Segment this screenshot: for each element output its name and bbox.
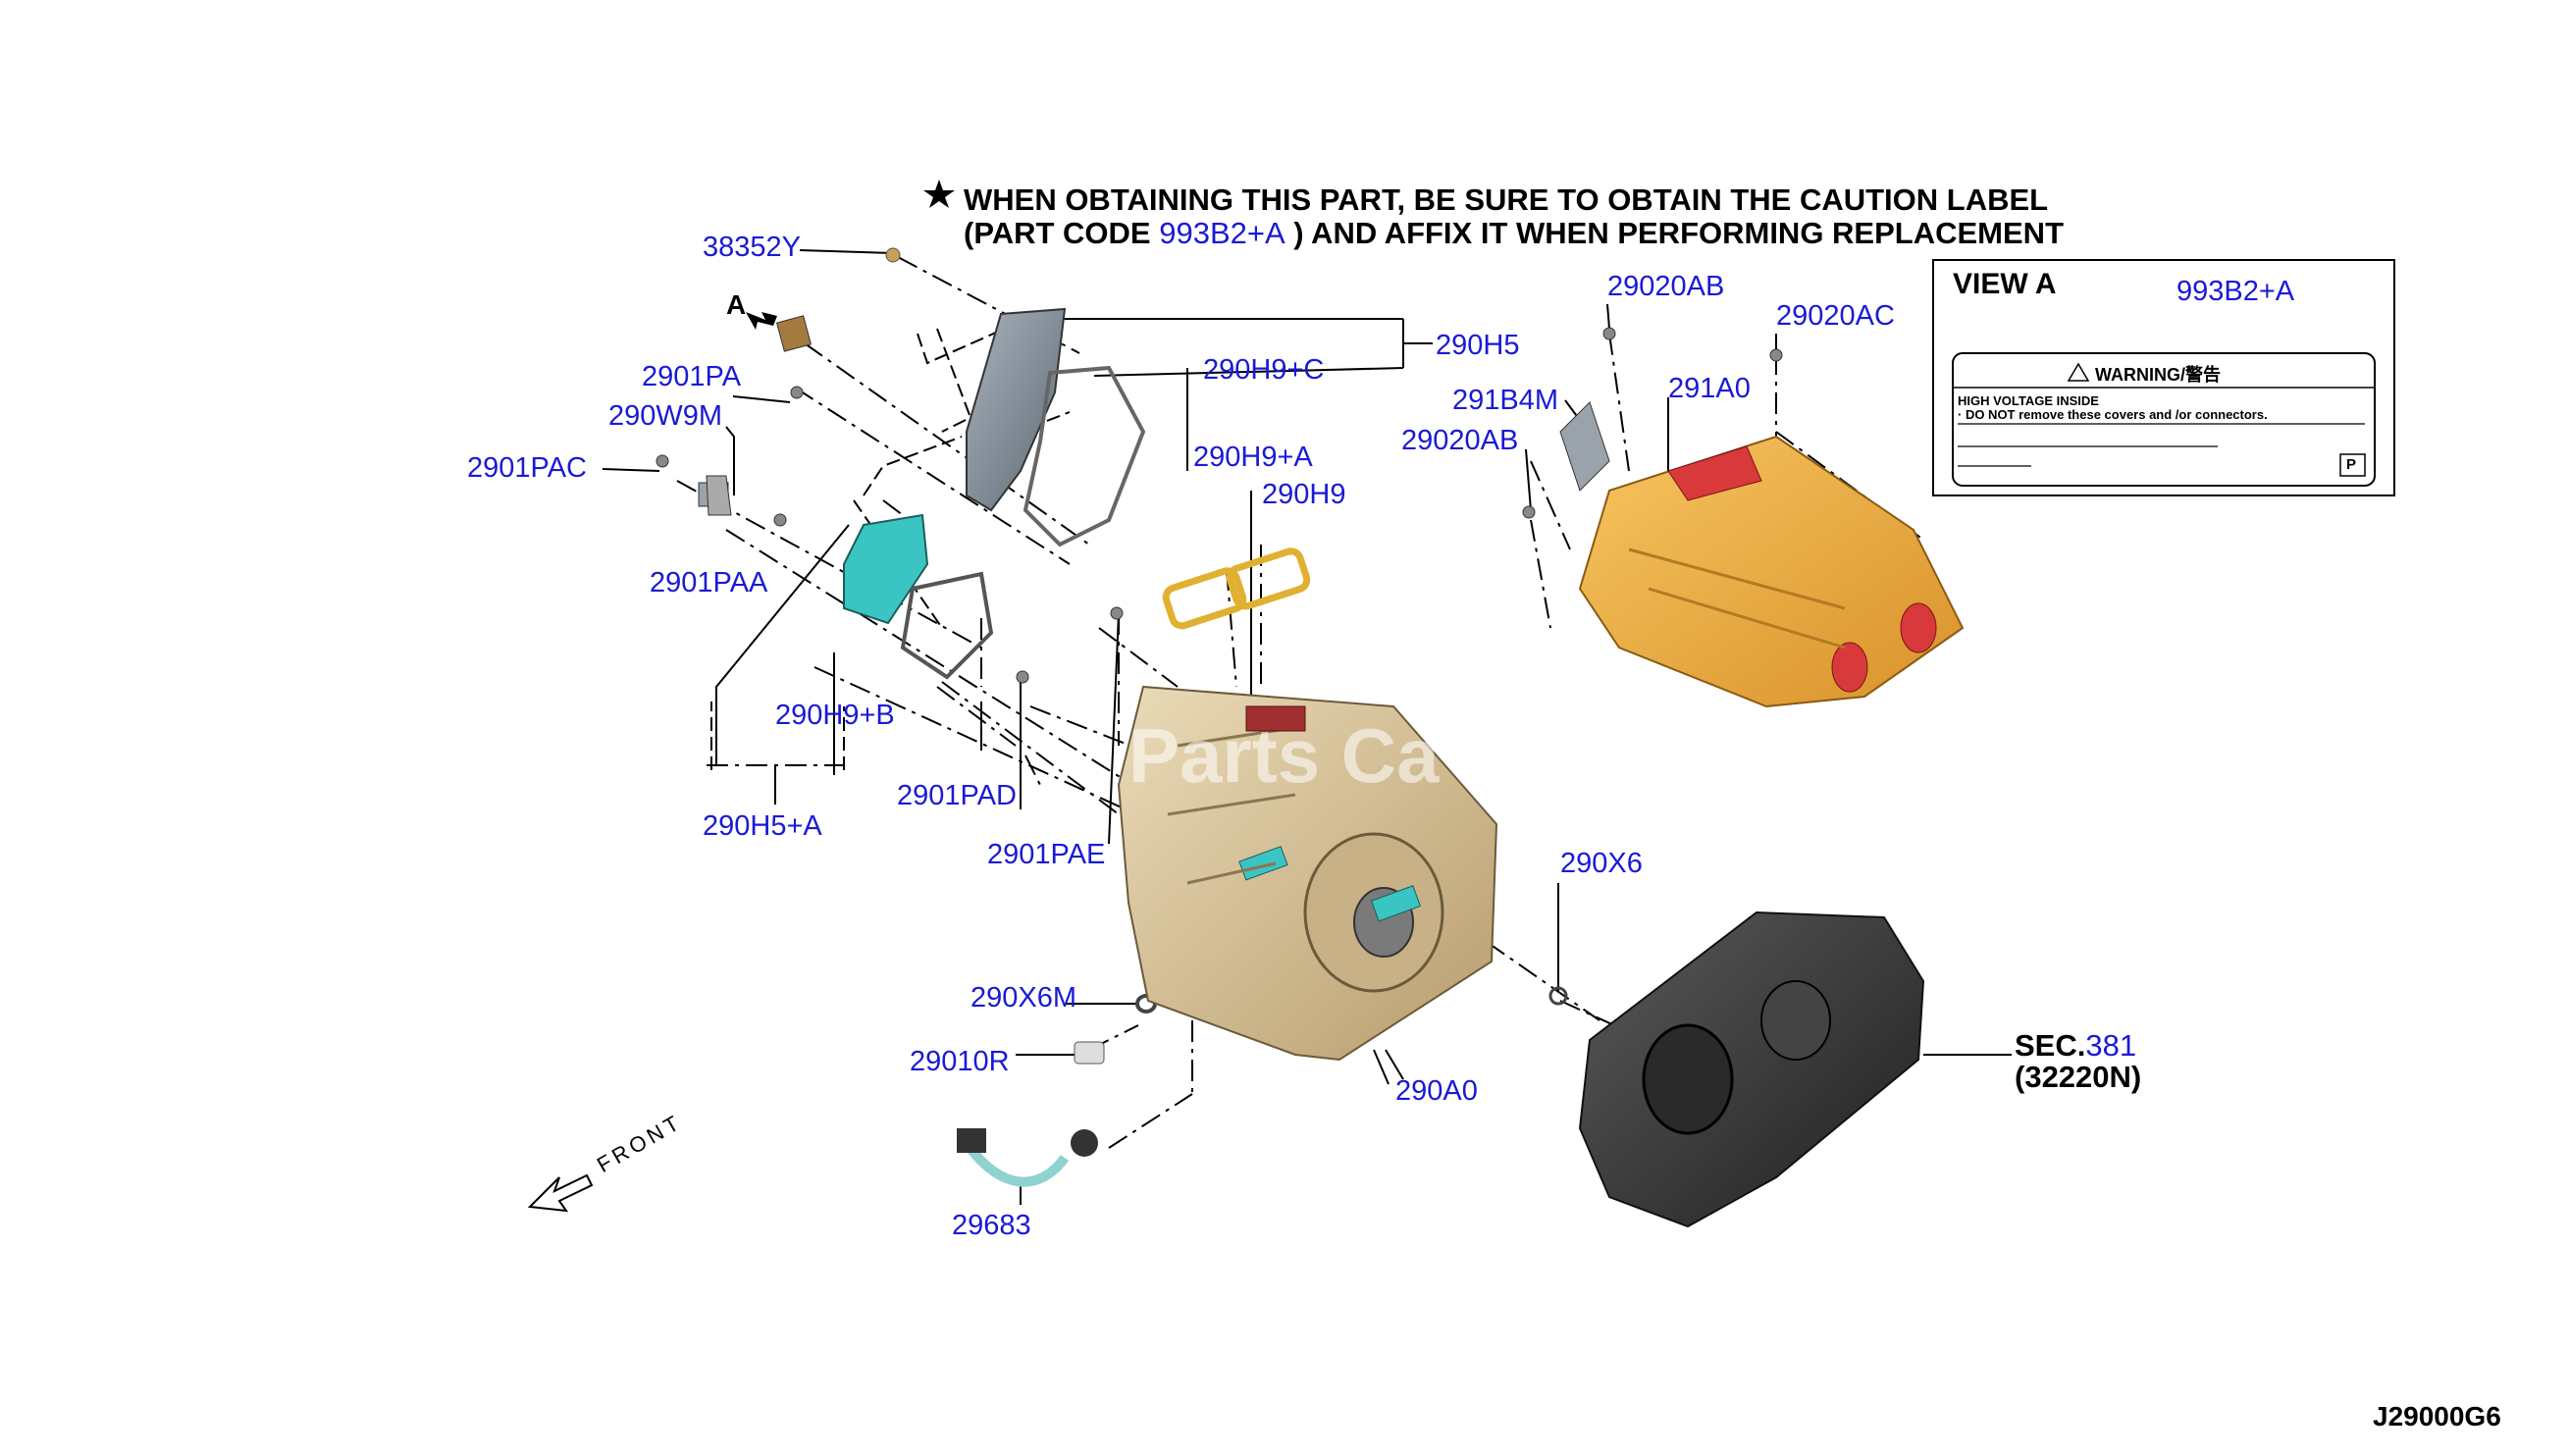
- callout-2901PA[interactable]: 2901PA: [642, 361, 742, 392]
- callout-290X6M[interactable]: 290X6M: [970, 982, 1077, 1014]
- front-arrow-icon: [527, 1173, 594, 1213]
- gold-gaskets: [1162, 547, 1311, 630]
- fasteners: [656, 247, 1783, 1065]
- caution-line-2: (PART CODE 993B2+A ) AND AFFIX IT WHEN P…: [964, 216, 2064, 250]
- callout-290H9B[interactable]: 290H9+B: [775, 700, 895, 731]
- callout-291B4M[interactable]: 291B4M: [1452, 385, 1559, 416]
- view-a-title: VIEW A: [1953, 268, 2057, 300]
- teal-cover-part: [706, 475, 994, 680]
- callout-2901PAE[interactable]: 2901PAE: [987, 839, 1106, 870]
- callout-291A0[interactable]: 291A0: [1668, 373, 1751, 404]
- callout-2901PAC[interactable]: 2901PAC: [467, 452, 587, 484]
- callout-2901PAA[interactable]: 2901PAA: [650, 567, 768, 598]
- transaxle-housing-part: [1117, 685, 1498, 1062]
- label-p-box: P: [2346, 456, 2357, 473]
- callout-29020AC[interactable]: 29020AC: [1776, 300, 1895, 332]
- motor-unit-part: [1578, 910, 1925, 1228]
- caution-label-sticker: [1952, 352, 2376, 487]
- callout-290H5[interactable]: 290H5: [1436, 330, 1520, 361]
- callout-38352Y[interactable]: 38352Y: [703, 232, 801, 263]
- callout-29020AB-top[interactable]: 29020AB: [1607, 271, 1725, 302]
- view-a-part-code[interactable]: 993B2+A: [2177, 276, 2295, 307]
- view-a-arrow-icon: [746, 312, 777, 330]
- callout-290H9[interactable]: 290H9: [1262, 479, 1346, 510]
- section-number-link[interactable]: 381: [2085, 1028, 2137, 1063]
- callout-290H5A[interactable]: 290H5+A: [703, 810, 822, 842]
- callout-290H9A[interactable]: 290H9+A: [1193, 442, 1313, 473]
- caution-line-1: WHEN OBTAINING THIS PART, BE SURE TO OBT…: [964, 182, 2049, 217]
- label-warning-title: WARNING/警告: [2095, 365, 2221, 385]
- callout-29010R[interactable]: 29010R: [910, 1046, 1010, 1077]
- label-line-2: · DO NOT remove these covers and /or con…: [1958, 407, 2268, 422]
- callout-29020AB-left[interactable]: 29020AB: [1401, 425, 1519, 456]
- callout-2901PAD[interactable]: 2901PAD: [897, 780, 1017, 811]
- callout-290A0[interactable]: 290A0: [1395, 1075, 1478, 1107]
- section-reference: SEC.381: [2015, 1028, 2137, 1063]
- leader-lines: [602, 249, 2165, 1205]
- inverter-unit-part: [1559, 401, 1965, 708]
- harness-part: [957, 1128, 1098, 1187]
- diagram-code: J29000G6: [2373, 1401, 2501, 1431]
- callout-290H9C[interactable]: 290H9+C: [1203, 354, 1325, 386]
- callout-29683[interactable]: 29683: [952, 1210, 1031, 1241]
- callout-290X6[interactable]: 290X6: [1560, 848, 1643, 879]
- label-line-1: HIGH VOLTAGE INSIDE: [1958, 393, 2099, 408]
- star-icon: [923, 180, 955, 208]
- watermark: Parts Ca: [1128, 712, 1440, 799]
- callout-290W9M[interactable]: 290W9M: [608, 400, 723, 432]
- hazard-triangle-icon: [2067, 362, 2090, 382]
- section-code: (32220N): [2015, 1060, 2142, 1094]
- upper-cover-part: [966, 307, 1146, 547]
- view-a-arrow-letter: A: [726, 289, 747, 320]
- caution-part-code-link[interactable]: 993B2+A: [1159, 216, 1285, 250]
